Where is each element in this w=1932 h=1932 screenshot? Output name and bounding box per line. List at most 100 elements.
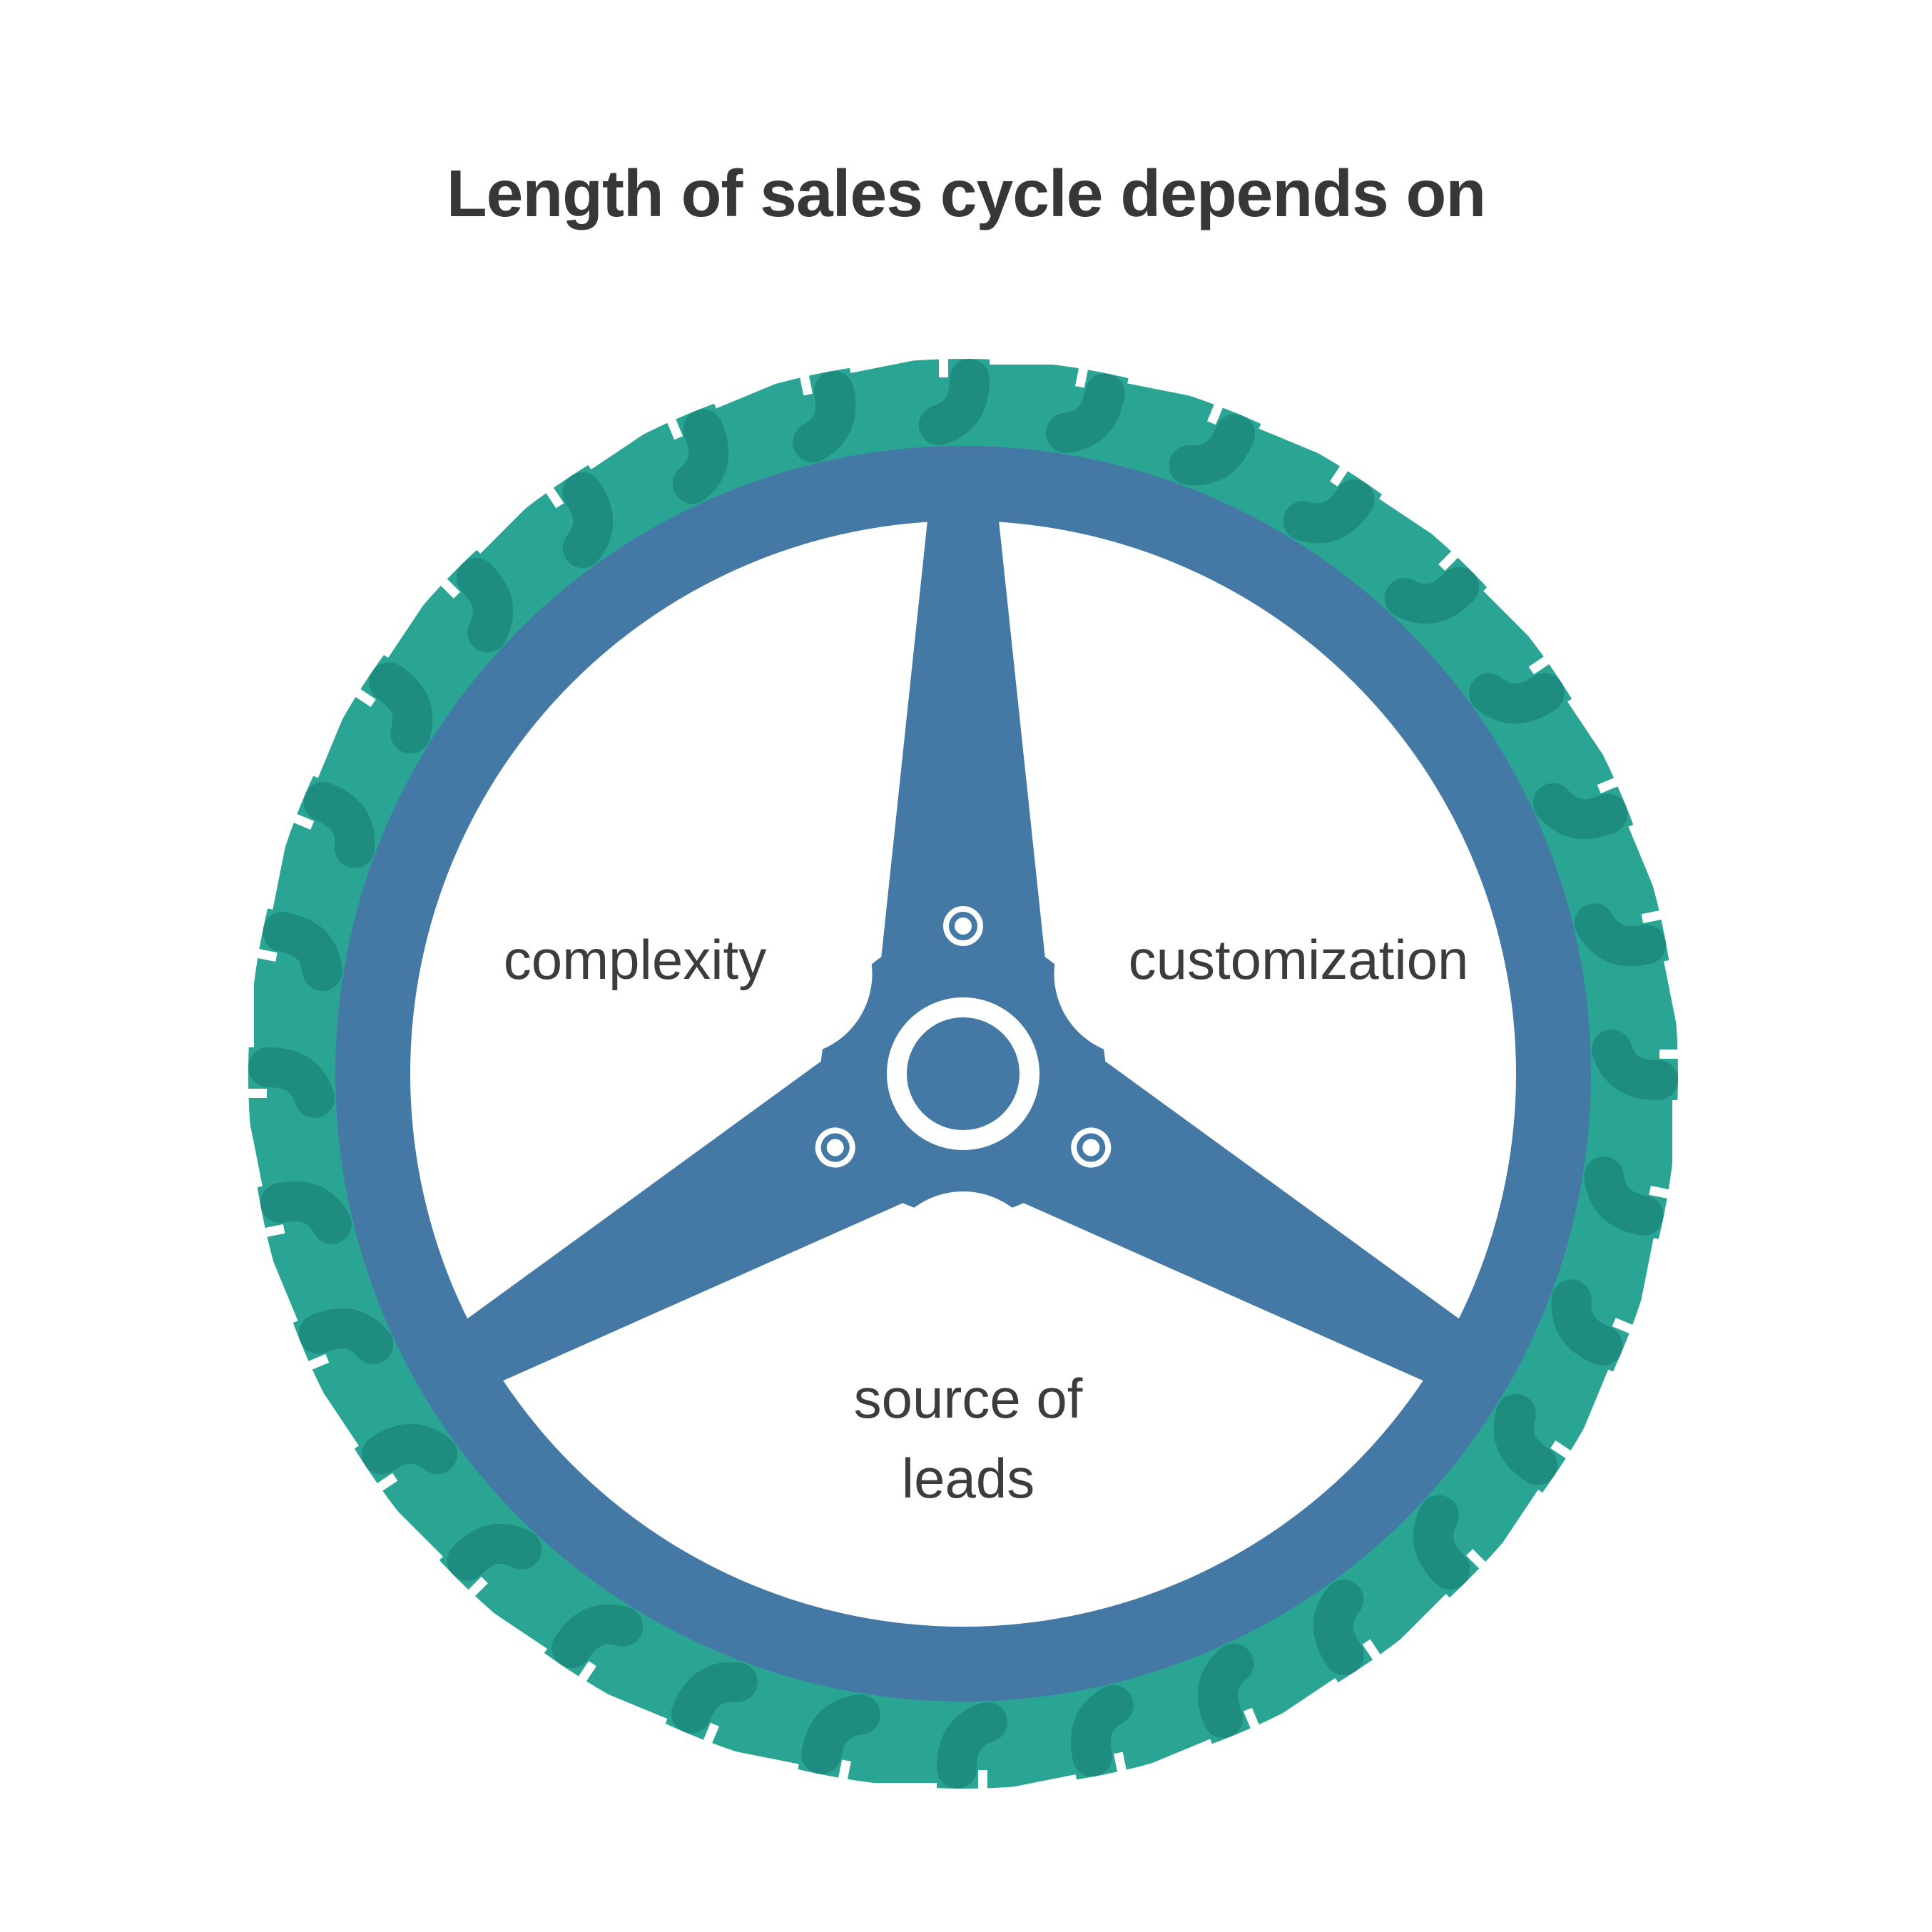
- tread-recess: [1278, 1678, 1343, 1728]
- tread-recess: [258, 1258, 298, 1326]
- tread-mark: [447, 1523, 542, 1581]
- tread-recess: [1127, 369, 1197, 397]
- tread-recess: [1259, 415, 1327, 455]
- tread-notch: [700, 1722, 719, 1751]
- hub-ring: [887, 997, 1039, 1150]
- tread-mark: [362, 1423, 458, 1475]
- spoke: [869, 480, 1057, 1074]
- tread-notch: [1114, 1751, 1129, 1781]
- tread-segment: [1493, 1393, 1578, 1555]
- tread-mark: [1070, 1684, 1134, 1777]
- tread-recess: [990, 350, 1057, 365]
- bolt: [943, 906, 983, 946]
- tread-mark: [562, 472, 614, 569]
- tread-notch: [434, 572, 461, 599]
- tread-mark: [1384, 566, 1480, 624]
- tread-notch: [1659, 1049, 1687, 1059]
- tread-notch: [1550, 1440, 1578, 1463]
- bolt-dot: [955, 917, 972, 935]
- tread-segment: [919, 350, 1057, 445]
- tread-mark: [551, 1604, 644, 1668]
- tread-mark: [1413, 1495, 1470, 1590]
- tread-mark: [263, 912, 342, 992]
- tread-mark: [1169, 414, 1256, 486]
- tread-recess: [1398, 1594, 1456, 1652]
- tread-recess: [1500, 1490, 1550, 1555]
- tread-mark: [1551, 1279, 1623, 1366]
- tread-notch: [1243, 1707, 1263, 1737]
- tread-mark: [1574, 903, 1667, 967]
- tread-recess: [599, 1692, 668, 1732]
- tread-notch: [836, 1759, 851, 1789]
- tread-segment: [1278, 1579, 1386, 1728]
- tread-segment: [235, 1119, 352, 1244]
- tread-recess: [848, 345, 917, 373]
- tread-segment: [793, 345, 917, 463]
- tread-notch: [798, 367, 813, 396]
- tread-notch: [1612, 1318, 1641, 1337]
- tread-recess: [258, 840, 286, 910]
- tread-notch: [348, 684, 376, 708]
- tread-mark: [1468, 673, 1565, 724]
- tread-mark: [1592, 1029, 1678, 1100]
- tread-recess: [1628, 821, 1668, 890]
- tread-notch: [1362, 1639, 1386, 1667]
- tread-mark: [369, 662, 433, 754]
- bolt-dot: [1082, 1139, 1100, 1156]
- tread-recess: [1640, 1238, 1668, 1308]
- tread-mark: [801, 1694, 881, 1774]
- tread-recess: [305, 710, 345, 778]
- tread-segment: [1551, 1279, 1641, 1438]
- tread-mark: [248, 1047, 335, 1118]
- tread-mark: [672, 409, 729, 504]
- tread-notch: [285, 810, 315, 830]
- bolt-ring: [1071, 1127, 1112, 1168]
- tread-recess: [1147, 1739, 1216, 1779]
- tread-recess: [470, 495, 529, 554]
- wheel: [235, 345, 1692, 1802]
- tread-segment: [240, 980, 335, 1118]
- tread-segment: [729, 1694, 881, 1789]
- bolt-ring: [815, 1127, 855, 1168]
- tread-recess: [385, 1508, 443, 1567]
- tread-recess: [583, 420, 648, 469]
- tread-segment: [541, 420, 648, 569]
- tread-segment: [1574, 903, 1692, 1028]
- tread-recess: [1009, 1774, 1079, 1802]
- tread-segment: [248, 840, 342, 992]
- tread-segment: [1147, 1643, 1263, 1779]
- tread-segment: [599, 1662, 758, 1751]
- tread-recess: [711, 369, 779, 409]
- tread-mark: [298, 1308, 394, 1365]
- tread-segment: [1169, 396, 1327, 486]
- tread-segment: [348, 593, 433, 754]
- bolt-ring: [943, 906, 983, 946]
- tread-mark: [919, 359, 990, 445]
- tire-treads: [235, 345, 1692, 1802]
- tread-notch: [240, 1089, 267, 1098]
- tread-mark: [1045, 373, 1125, 453]
- tread-mark: [1313, 1579, 1364, 1675]
- tread-notch: [300, 1353, 330, 1373]
- tread-notch: [664, 411, 683, 440]
- hub-fillet: [881, 1191, 1045, 1356]
- tread-recess: [1582, 1369, 1622, 1438]
- bolt: [815, 1127, 855, 1168]
- tread-mark: [793, 370, 856, 463]
- tread-recess: [235, 1119, 263, 1189]
- tread-mark: [1197, 1643, 1254, 1739]
- tread-segment: [1384, 544, 1542, 639]
- tread-notch: [978, 1770, 987, 1797]
- tread-mark: [260, 1181, 352, 1244]
- tread-mark: [1493, 1393, 1557, 1485]
- tread-recess: [1567, 693, 1617, 758]
- bolt-dot: [826, 1139, 844, 1156]
- tread-notch: [1465, 1549, 1493, 1575]
- tread-mark: [303, 781, 375, 868]
- wheel-group: [235, 345, 1692, 1802]
- hub-fillet: [708, 892, 873, 1056]
- tread-mark: [671, 1662, 758, 1734]
- hub-fillet: [1054, 892, 1219, 1056]
- tread-segment: [1398, 1495, 1493, 1652]
